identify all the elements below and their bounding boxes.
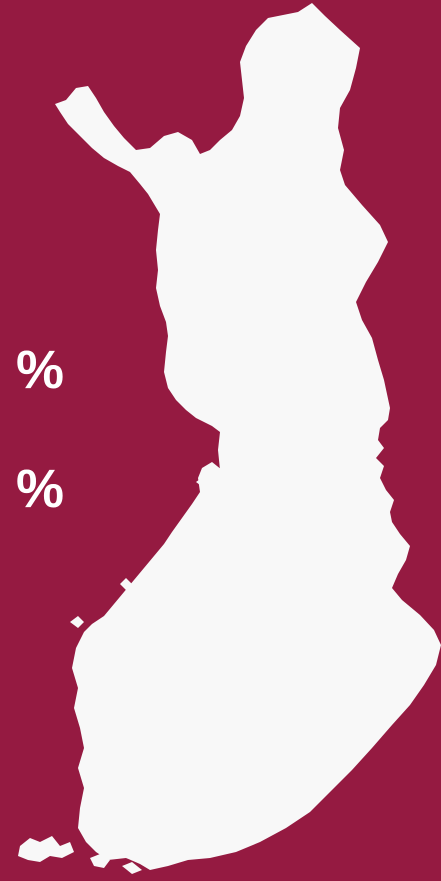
finland-mainland	[55, 3, 441, 870]
stat-percent-1: %	[16, 340, 65, 400]
finland-archipelago	[18, 836, 142, 874]
stat-percent-2: %	[16, 459, 65, 519]
